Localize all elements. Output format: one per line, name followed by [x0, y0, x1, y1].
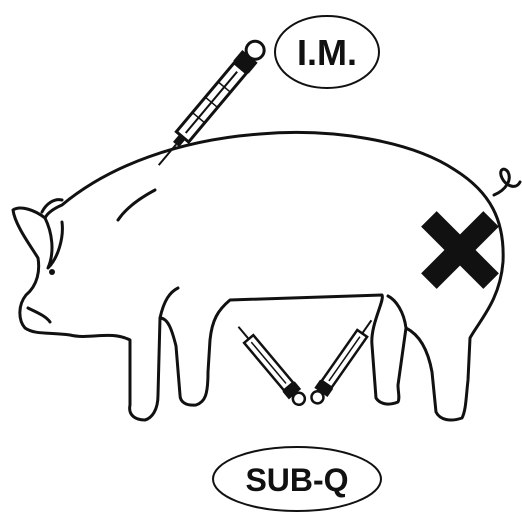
pig-eye — [49, 269, 55, 275]
pig-shading-line — [118, 190, 155, 220]
pig-ear — [45, 218, 62, 268]
syringe-icon-subq-right — [307, 316, 377, 407]
pig-snout-line — [28, 308, 50, 322]
pig-tail — [494, 169, 520, 195]
im-label: I.M. — [275, 16, 379, 88]
subq-label-text: SUB-Q — [245, 462, 348, 498]
im-label-text: I.M. — [297, 32, 357, 73]
syringe-icon-subq-left — [232, 322, 309, 409]
pig-front-leg-line — [160, 288, 178, 318]
pig-rear-leg-line — [388, 296, 406, 328]
subq-label: SUB-Q — [213, 447, 381, 511]
